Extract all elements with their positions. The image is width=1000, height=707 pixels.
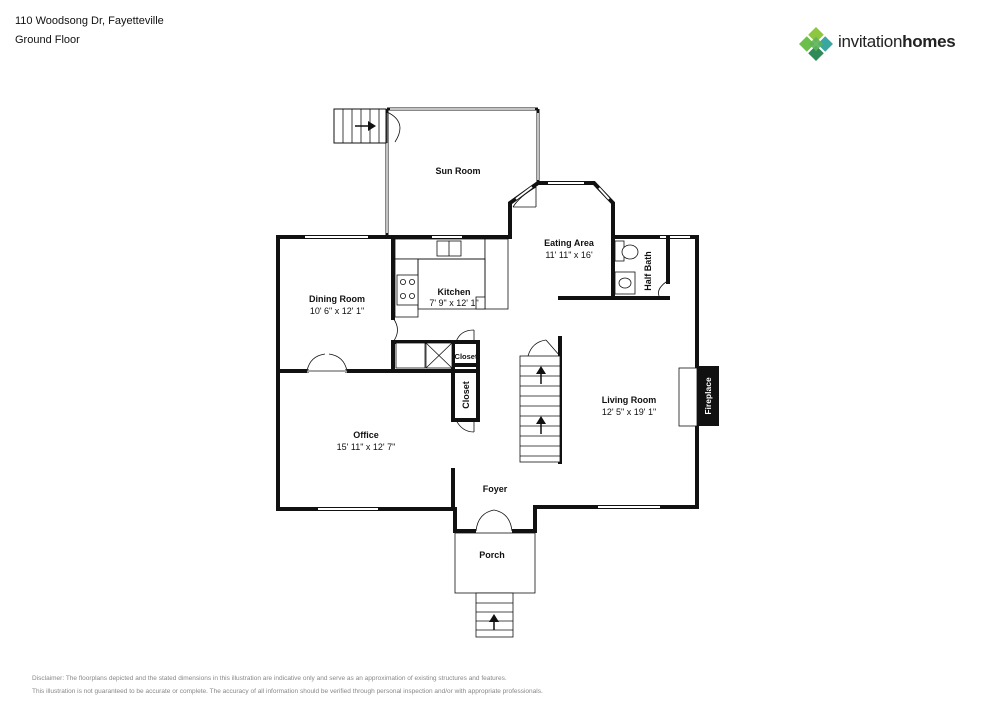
half-bath-name: Half Bath: [643, 251, 653, 291]
office-name: Office: [353, 430, 379, 440]
logo-wordmark: invitationhomes: [838, 32, 956, 52]
kitchen-name: Kitchen: [437, 287, 470, 297]
kitchen-dims: 7' 9" x 12' 1": [429, 298, 478, 308]
sunroom-door-swing: [386, 111, 401, 143]
dining-room-dims: 10' 6" x 12' 1": [310, 306, 364, 316]
living-room-name: Living Room: [602, 395, 657, 405]
porch: [454, 532, 536, 594]
logo-word-homes: homes: [902, 32, 956, 51]
stair-arrow-upper-icon: [536, 366, 546, 384]
floor-label: Ground Floor: [15, 34, 80, 46]
dining-door-swing: [392, 317, 398, 343]
bay-windows: [515, 182, 610, 200]
eating-area-name: Eating Area: [544, 238, 595, 248]
disclaimer-line-2: This illustration is not guaranteed to b…: [32, 688, 543, 695]
porch-step-arrow-icon: [489, 614, 499, 630]
front-door-swing: [475, 509, 513, 533]
dining-room-name: Dining Room: [309, 294, 365, 304]
fireplace-name: Fireplace: [703, 377, 713, 415]
logo-mark-icon: [799, 27, 833, 61]
half-bath-fixtures: [614, 240, 667, 299]
closet-upper-name: Closet: [455, 352, 478, 361]
sunroom-steps: [333, 108, 387, 144]
logo-word-invitation: invitation: [838, 32, 903, 51]
sun-room-name: Sun Room: [436, 166, 481, 176]
porch-name: Porch: [479, 550, 505, 560]
fireplace-hearth: [678, 366, 719, 427]
eating-area-dims: 11' 11" x 16': [545, 250, 593, 260]
property-address: 110 Woodsong Dr, Fayetteville: [15, 15, 164, 27]
living-room-dims: 12' 5" x 19' 1": [602, 407, 656, 417]
stair-arrow-lower-icon: [536, 416, 546, 434]
eating-area-door-swing: [512, 186, 537, 208]
staircase: [519, 339, 561, 463]
kitchen-counters: [394, 238, 509, 369]
exterior-windows: [305, 236, 690, 510]
closet-lower-name: Closet: [461, 381, 471, 409]
foyer-name: Foyer: [483, 484, 508, 494]
closet-door-swing: [455, 329, 475, 433]
dining-double-door: [306, 353, 348, 373]
office-dims: 15' 11" x 12' 7": [337, 442, 396, 452]
disclaimer-line-1: Disclaimer: The floorplans depicted and …: [32, 675, 507, 682]
company-logo: invitationhomes: [798, 26, 988, 62]
interior-walls: [276, 235, 670, 511]
